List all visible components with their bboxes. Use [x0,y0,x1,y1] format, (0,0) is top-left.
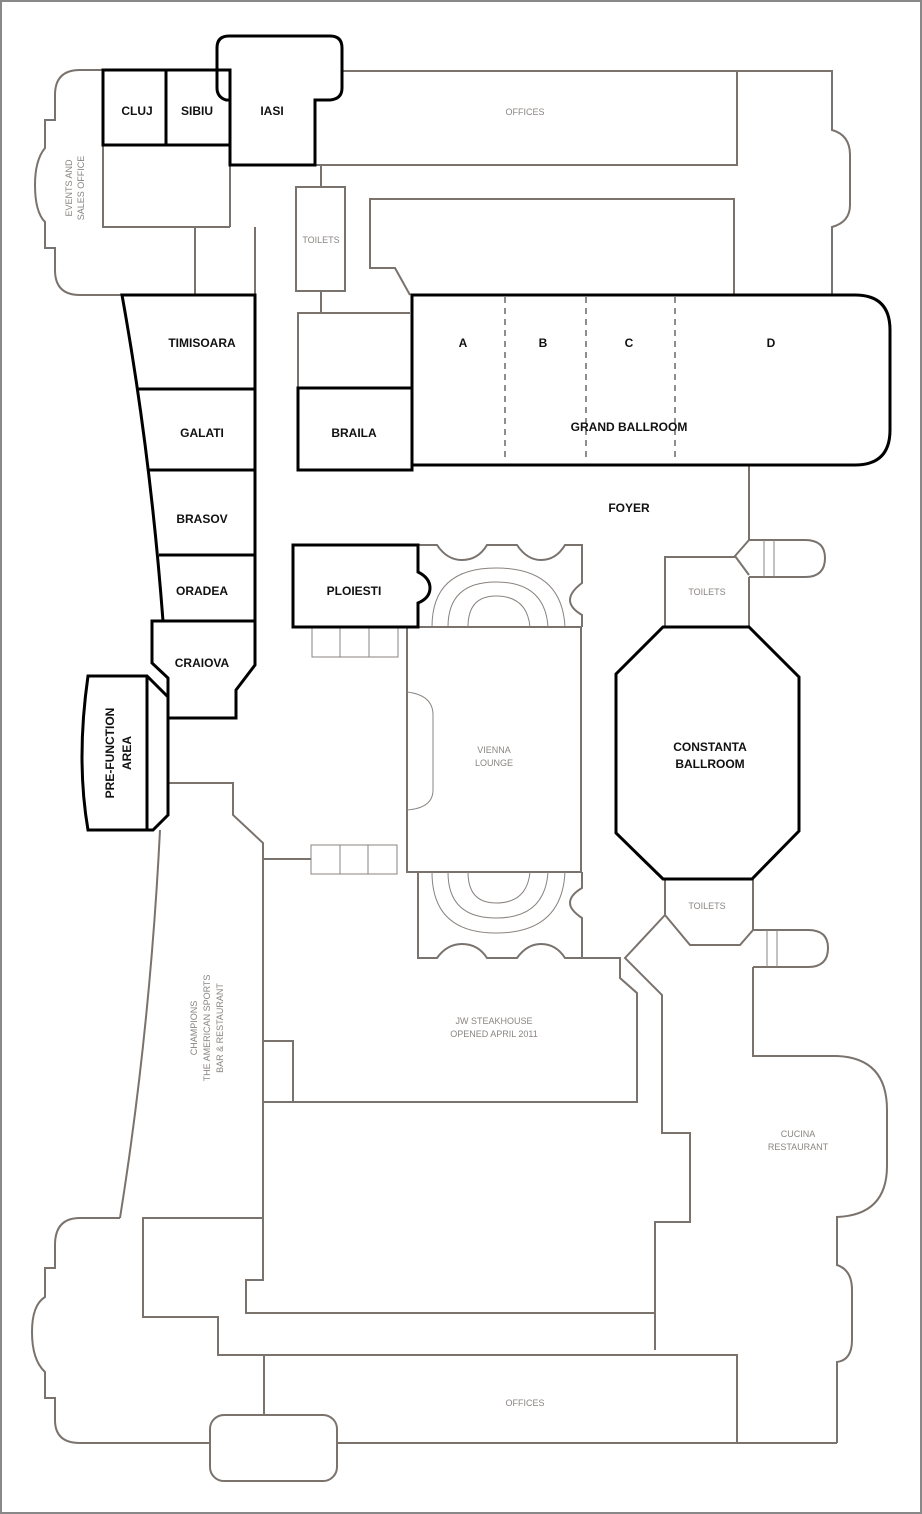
label-cucina-1: CUCINA [781,1129,816,1139]
label-vienna-1: VIENNA [477,745,511,755]
label-pre-function-2: AREA [120,736,134,770]
label-steakhouse-1: JW STEAKHOUSE [455,1016,532,1026]
label-oradea: ORADEA [176,584,228,598]
label-grand-a: A [459,336,468,350]
label-grand-b: B [539,336,548,350]
label-champions-2: THE AMERICAN SPORTS [202,975,212,1082]
label-offices-top: OFFICES [505,107,544,117]
label-cucina-2: RESTAURANT [768,1142,829,1152]
room-grand-ballroom[interactable] [410,293,892,467]
label-grand-d: D [767,336,776,350]
label-galati: GALATI [180,426,224,440]
label-grand-ballroom: GRAND BALLROOM [571,420,688,434]
label-craiova: CRAIOVA [175,656,230,670]
label-champions-3: BAR & RESTAURANT [215,983,225,1073]
label-timisoara: TIMISOARA [168,336,236,350]
room-pre-function[interactable] [80,674,170,832]
label-constanta-1: CONSTANTA [673,740,747,754]
label-brasov: BRASOV [176,512,227,526]
room-column-west[interactable] [120,293,257,720]
meeting-rooms [80,34,892,881]
label-ploiesti: PLOIESTI [327,584,382,598]
label-offices-bottom: OFFICES [505,1398,544,1408]
label-vienna-2: LOUNGE [475,758,513,768]
label-toilets-low: TOILETS [688,901,725,911]
label-sibiu: SIBIU [181,104,213,118]
label-steakhouse-2: OPENED APRIL 2011 [450,1029,538,1039]
label-events-2: SALES OFFICE [76,156,86,221]
label-events-1: EVENTS AND [64,159,74,217]
label-cluj: CLUJ [121,104,152,118]
label-pre-function-1: PRE-FUNCTION [103,708,117,799]
room-iasi[interactable] [215,34,344,167]
label-champions-1: CHAMPIONS [189,1001,199,1056]
labels: CLUJ SIBIU IASI TIMISOARA GALATI BRASOV … [64,104,829,1408]
label-iasi: IASI [260,104,283,118]
label-foyer: FOYER [608,501,650,515]
label-toilets-mid: TOILETS [688,587,725,597]
room-constanta-ballroom[interactable] [614,625,801,881]
building-walls [30,69,888,1482]
room-cluj[interactable] [101,68,168,147]
label-braila: BRAILA [331,426,377,440]
label-grand-c: C [625,336,634,350]
label-constanta-2: BALLROOM [675,757,744,771]
label-toilets-top: TOILETS [302,235,339,245]
room-ploiesti[interactable] [291,543,432,629]
